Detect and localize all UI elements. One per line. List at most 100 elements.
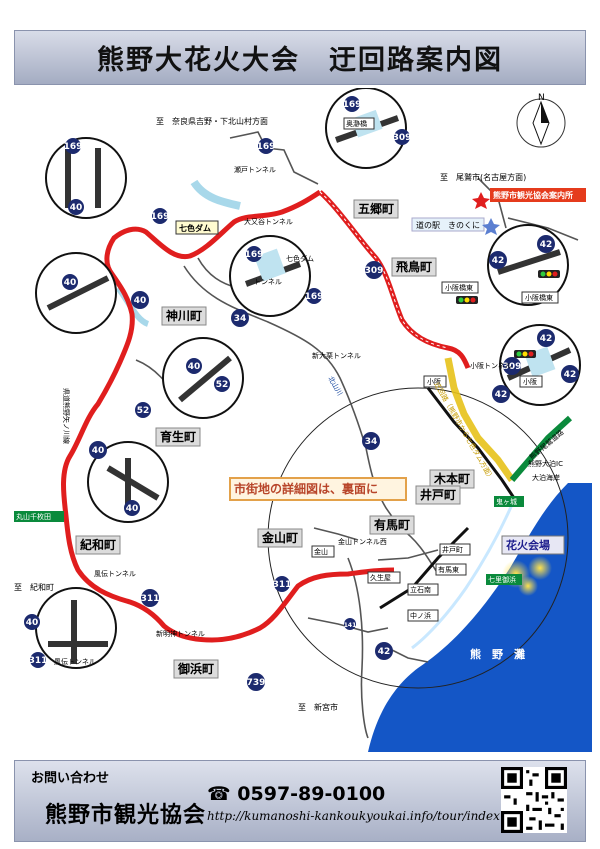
svg-text:育生町: 育生町 [160,429,196,444]
town-label: 御浜町 [173,659,219,679]
river [190,179,241,210]
road-shield: 311 [141,589,160,607]
svg-text:金山町: 金山町 [261,530,298,545]
direction-owase: 至 尾鷲市(名古屋方面) [440,172,526,182]
hanabi-venue: 花火会場 [501,535,565,596]
signal-label: 有馬東 [435,563,467,576]
signal-label: 奥瀞橋 [343,117,375,130]
signal-label: 久生屋 [367,571,401,584]
signal-label: 井戸町 [439,543,471,556]
ic-label: 熊野大泊IC [528,459,563,468]
road-shield: 52 [135,402,151,418]
road-shield: 34 [231,309,249,327]
svg-text:169: 169 [245,250,264,260]
sea-label: 熊 野 灘 [470,647,525,661]
road-shield: 311 [29,652,48,668]
svg-text:52: 52 [137,406,150,416]
road-shield: 169 [64,138,83,154]
north-arrow: N [516,93,566,148]
expressway [444,357,515,483]
town-label: 飛鳥町 [391,257,437,277]
road-shield: 309 [393,129,411,145]
svg-text:311: 311 [273,580,292,590]
svg-text:309: 309 [503,362,522,372]
svg-text:有馬東: 有馬東 [438,565,459,574]
website-link[interactable]: http://kumanoshi-kankoukyoukai.info/tour… [207,809,532,823]
direction-shingu: 至 新宮市 [298,702,338,712]
road-shield: 169 [151,208,169,224]
traffic-light [514,350,536,358]
road-shield: 42 [537,329,555,347]
signal-label: 小阪橋東 [521,291,559,304]
town-label: 井戸町 [415,485,461,505]
town-label: 金山町 [257,528,303,548]
road-shield: 42 [492,385,510,403]
svg-text:飛鳥町: 飛鳥町 [395,259,432,274]
svg-text:井戸町: 井戸町 [442,545,463,554]
contact-label: お問い合わせ [31,771,110,786]
svg-text:金山: 金山 [314,547,328,556]
road-shield: 42 [375,642,393,660]
road-shield: 169 [245,246,264,262]
svg-text:309: 309 [365,266,384,276]
svg-text:141: 141 [344,622,357,629]
road-shield: 42 [561,365,579,383]
svg-text:40: 40 [126,504,139,514]
map-canvas: N 169 40 16 [14,87,592,752]
qr-icon [501,767,567,833]
svg-text:40: 40 [70,203,83,213]
road-label: 県道熊野矢ノ川線 [62,388,71,444]
svg-text:169: 169 [64,142,83,152]
town-label: 神川町 [161,306,207,326]
svg-text:五郷町: 五郷町 [358,202,394,216]
onigajo-label: 鬼ヶ城 [496,497,517,506]
svg-text:御浜町: 御浜町 [177,661,214,676]
svg-text:42: 42 [540,334,553,344]
map: N 169 40 16 [8,87,592,752]
nanari-beach-label: 七里御浜 [488,575,516,584]
road-shield: 141 [344,618,357,630]
traffic-light [538,270,560,278]
svg-text:井戸町: 井戸町 [420,487,456,502]
road-shield: 42 [537,235,555,253]
road-shield: 311 [273,576,292,592]
signal-label: 立石南 [407,583,439,596]
road-shield: 309 [503,357,522,375]
inset-dam-label: 七色ダム [286,254,314,263]
svg-text:久生屋: 久生屋 [370,573,391,582]
road-shield: 40 [186,358,202,374]
svg-text:小阪: 小阪 [523,377,537,386]
road-shield: 40 [24,614,40,630]
tunnel-label: 新大栗トンネル [312,351,361,360]
svg-text:311: 311 [141,594,160,604]
direction-nara: 至 奈良県吉野・下北山村方面 [156,116,268,126]
svg-text:40: 40 [64,278,77,288]
svg-text:169: 169 [305,292,324,302]
svg-text:42: 42 [495,390,508,400]
organization-name: 熊野市観光協会 [45,803,207,828]
svg-text:169: 169 [257,142,276,152]
tunnel-label: 瀬戸トンネル [234,165,276,174]
tunnel-label: 新明神トンネル [156,629,205,638]
michinoeki-label: 道の駅 きのくに [411,217,500,235]
detour-route [61,189,471,643]
town-label: 育生町 [155,427,201,447]
town-label: 有馬町 [369,515,415,535]
nanairo-dam-label: 七色ダム [175,220,219,235]
svg-text:311: 311 [29,656,48,666]
signal-label: 小阪橋東 [441,281,479,294]
tourism-office-label: 熊野市観光協会案内所 [472,188,586,209]
svg-text:34: 34 [234,314,247,324]
svg-text:紀和町: 紀和町 [80,537,116,552]
road-shield: 169 [305,288,324,304]
ohtomari-label: 大泊海岸 [532,473,560,482]
svg-text:169: 169 [343,100,362,110]
svg-text:立石南: 立石南 [410,585,431,594]
title-bar: 熊野大花火大会 迂回路案内図 [14,30,586,85]
svg-text:40: 40 [92,446,105,456]
town-label: 木本町 [429,469,475,489]
svg-text:神川町: 神川町 [166,308,202,323]
signal-label: 小阪 [519,375,543,388]
marumayama-label: 丸山千枚田 [16,512,51,521]
signal-label: 小阪 [423,375,447,388]
